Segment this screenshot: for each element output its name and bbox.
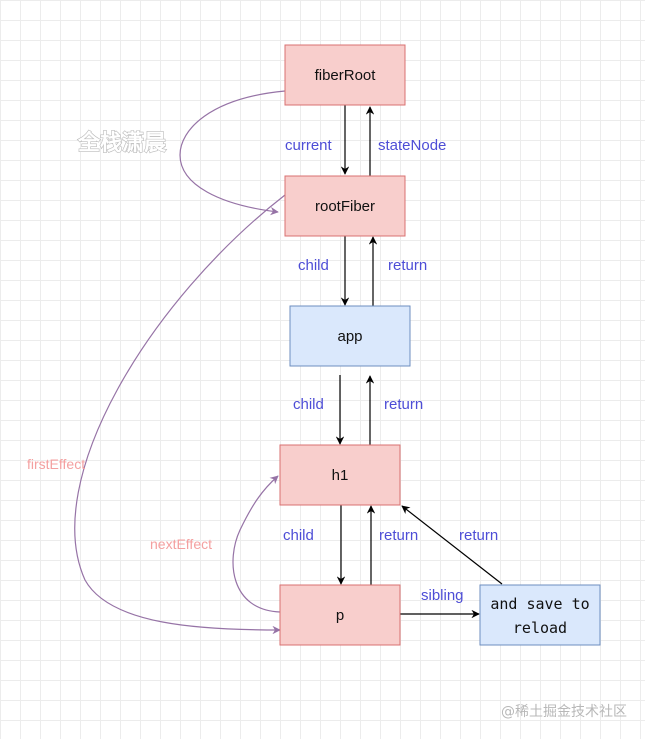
label-first-effect: firstEffect	[27, 456, 85, 472]
label-return-2: return	[384, 396, 423, 413]
label-next-effect: nextEffect	[150, 536, 212, 552]
node-p-label: p	[336, 607, 344, 624]
label-statenode: stateNode	[378, 137, 446, 154]
label-return-4: return	[459, 527, 498, 544]
node-app: app	[289, 305, 411, 367]
node-fiberroot: fiberRoot	[284, 44, 406, 106]
node-fiberroot-label: fiberRoot	[315, 67, 377, 84]
next-effect-edge	[232, 475, 281, 613]
node-text-line1: and save to	[490, 595, 589, 613]
label-child-2: child	[293, 396, 324, 413]
label-child-3: child	[283, 527, 314, 544]
node-h1: h1	[279, 444, 401, 506]
label-current: current	[285, 137, 333, 154]
node-p: p	[279, 584, 401, 646]
label-sibling: sibling	[421, 587, 464, 604]
label-return-3: return	[379, 527, 418, 544]
return-edge-text-h1	[401, 505, 503, 585]
watermark-text: 全栈潇晨	[77, 130, 167, 156]
node-text-line2: reload	[513, 619, 567, 637]
node-app-label: app	[337, 328, 362, 345]
fiberroot-current-loop-edge	[179, 90, 286, 216]
node-rootfiber: rootFiber	[284, 175, 406, 237]
node-rootfiber-label: rootFiber	[315, 198, 375, 215]
node-h1-label: h1	[332, 467, 349, 484]
label-child-1: child	[298, 257, 329, 274]
label-return-1: return	[388, 257, 427, 274]
first-effect-edge	[74, 194, 286, 635]
credit-text: @稀土掘金技术社区	[501, 704, 627, 720]
node-text: and save to reload	[479, 584, 601, 646]
